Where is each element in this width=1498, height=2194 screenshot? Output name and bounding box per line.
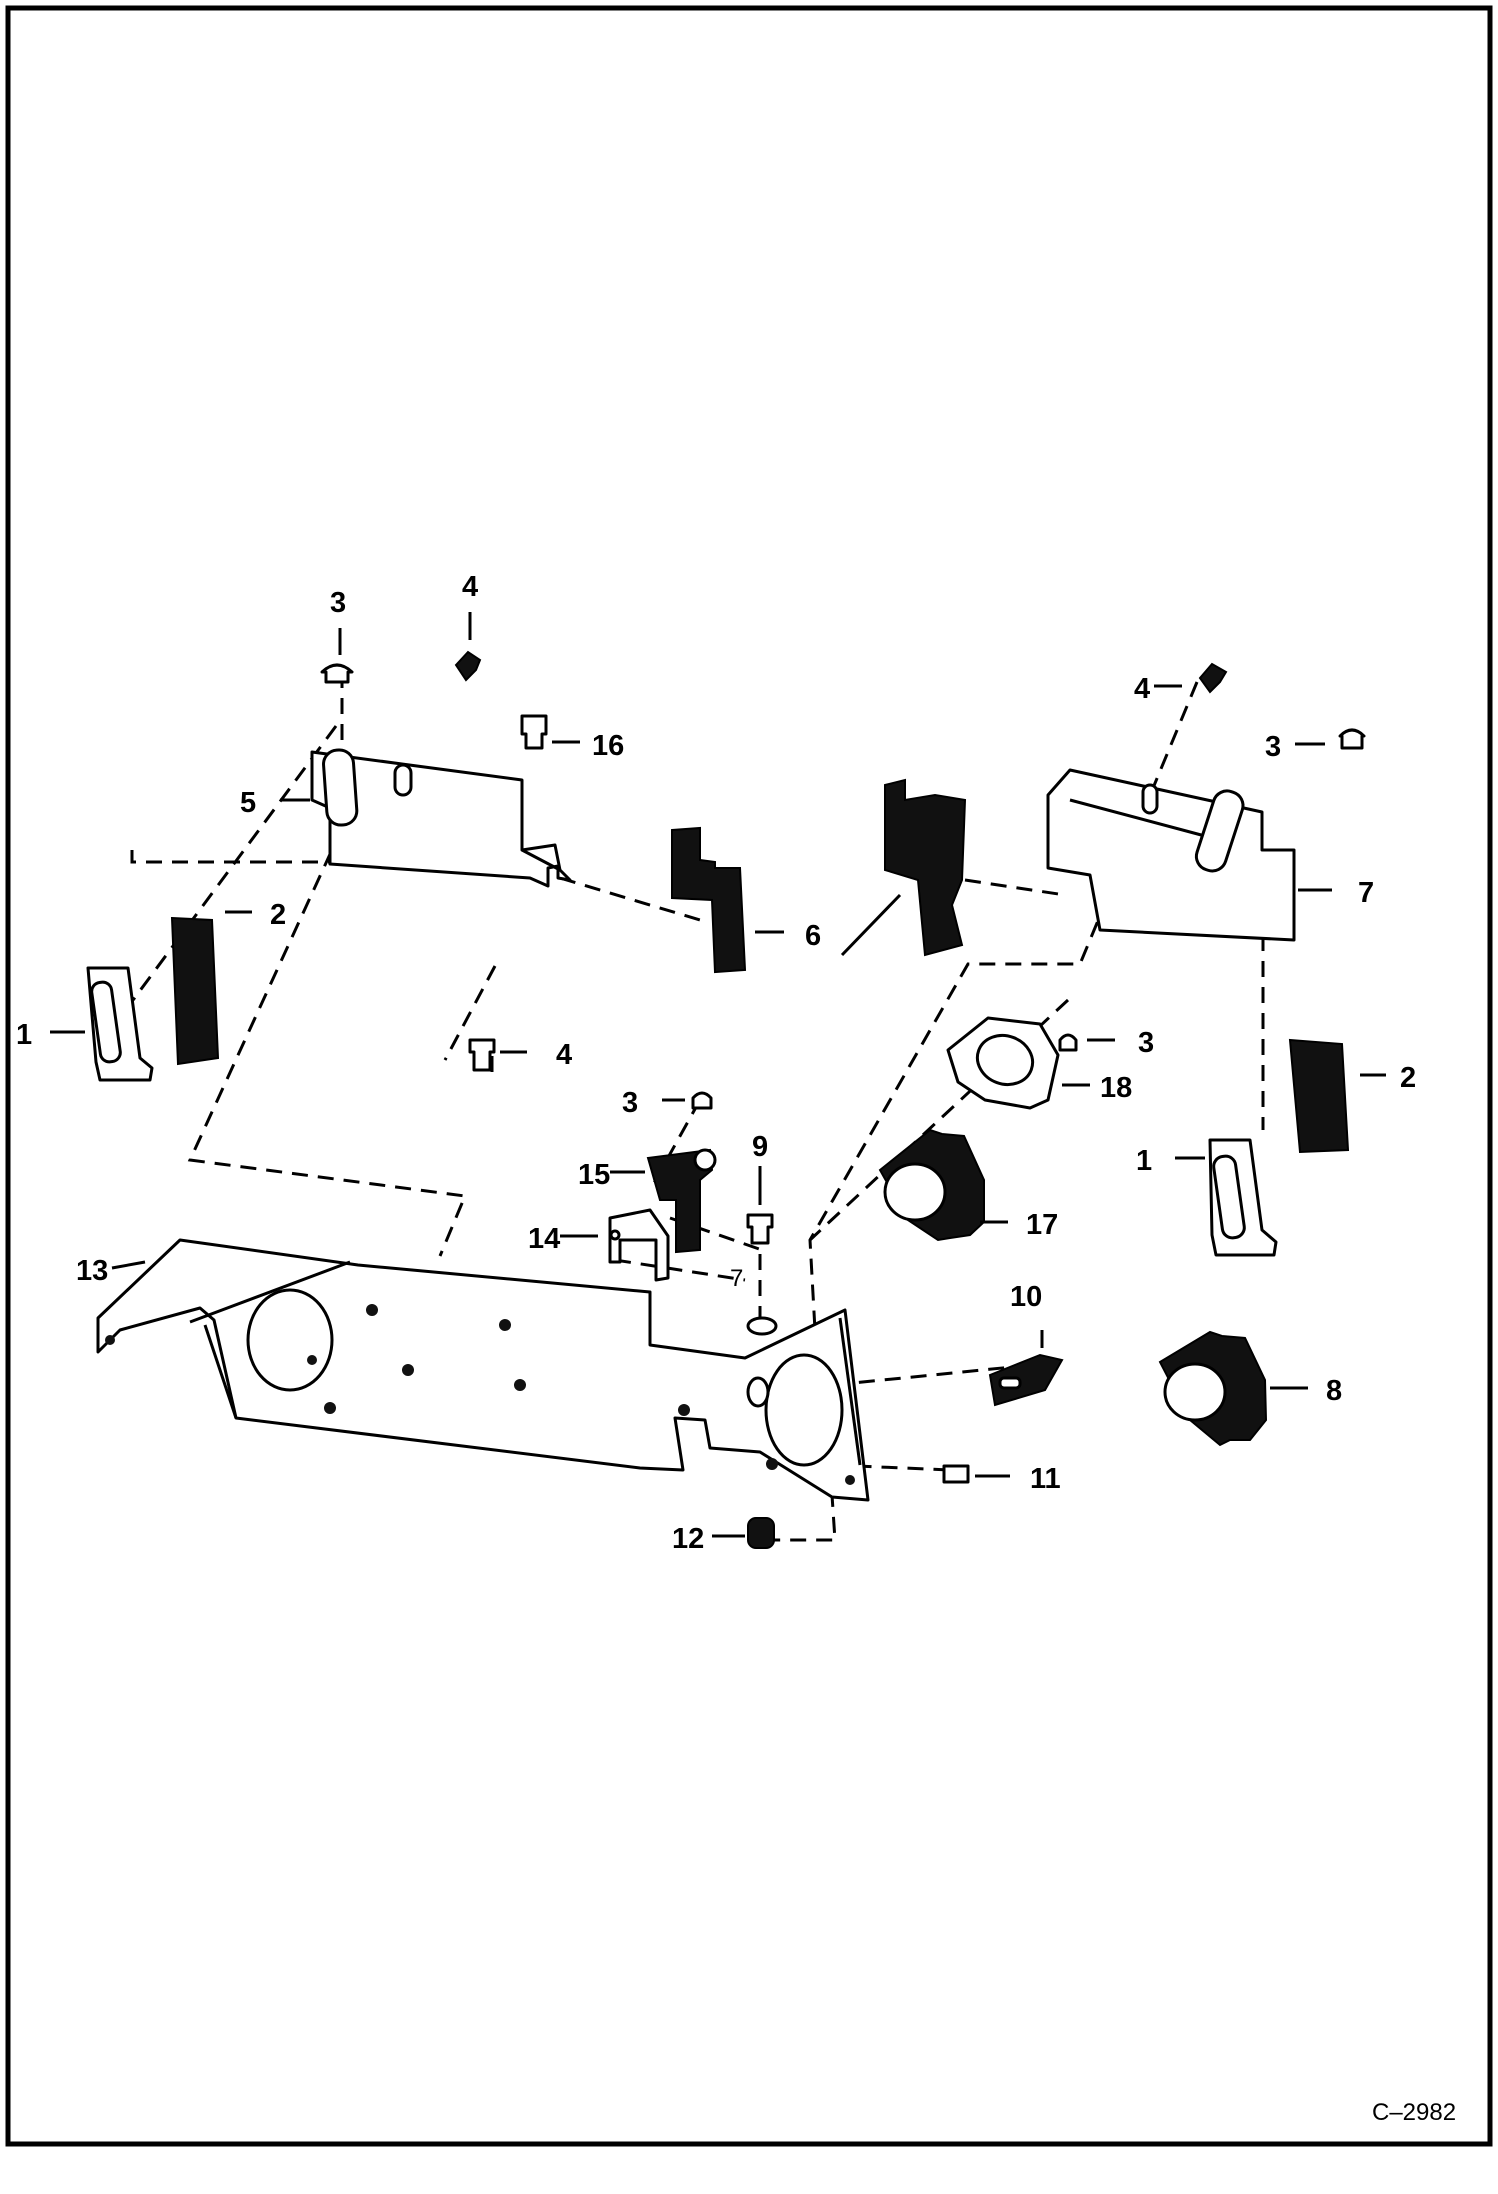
callout-3: 3	[622, 1087, 638, 1119]
callout-1: 1	[1136, 1145, 1152, 1177]
left-bracket-part-5	[310, 748, 572, 888]
callout-9: 9	[752, 1131, 768, 1163]
callout-1: 1	[16, 1019, 32, 1051]
callout-7-small: 7	[730, 1265, 743, 1292]
pad-parts-2	[170, 916, 1350, 1154]
callout-11: 11	[1030, 1463, 1061, 1495]
right-bracket-part-7	[1046, 768, 1296, 942]
callout-2: 2	[270, 899, 286, 931]
figure-reference: C–2982	[1372, 2099, 1456, 2126]
callout-2: 2	[1400, 1062, 1416, 1094]
callout-15: 15	[578, 1159, 610, 1191]
callout-13: 13	[76, 1255, 108, 1287]
callout-17: 17	[1026, 1209, 1058, 1241]
callout-18: 18	[1100, 1072, 1132, 1104]
clip-part-14	[608, 1208, 670, 1282]
callout-3: 3	[1265, 731, 1281, 763]
boot-part-8	[1158, 1330, 1268, 1447]
callout-7: 7	[1358, 877, 1374, 909]
callout-4: 4	[556, 1039, 572, 1071]
leader-lines	[50, 612, 1386, 1538]
callout-4: 4	[462, 571, 478, 603]
callout-8: 8	[1326, 1375, 1342, 1407]
gasket-part-18	[946, 1016, 1060, 1110]
boot-part-17	[878, 1128, 985, 1242]
page-border	[5, 5, 1493, 2147]
cover-part-15	[646, 1148, 717, 1254]
callout-3: 3	[330, 587, 346, 619]
plate-part-10	[988, 1353, 1064, 1407]
callout-labels: 3 4 16 5 2 1 4 6 4 3 7 3 18 2 1 3 9 15 1…	[16, 571, 1416, 1555]
callout-10: 10	[1010, 1281, 1042, 1313]
callout-14: 14	[528, 1223, 560, 1255]
callout-6: 6	[805, 920, 821, 952]
channel-parts-6	[671, 778, 967, 974]
callout-12: 12	[672, 1523, 704, 1555]
callout-5: 5	[240, 787, 256, 819]
handle-parts-1	[86, 966, 1278, 1257]
callout-16: 16	[592, 730, 624, 762]
callout-3: 3	[1138, 1027, 1154, 1059]
main-panel-part-13	[96, 1238, 870, 1502]
fasteners	[320, 650, 1366, 1549]
callout-4: 4	[1134, 673, 1150, 705]
